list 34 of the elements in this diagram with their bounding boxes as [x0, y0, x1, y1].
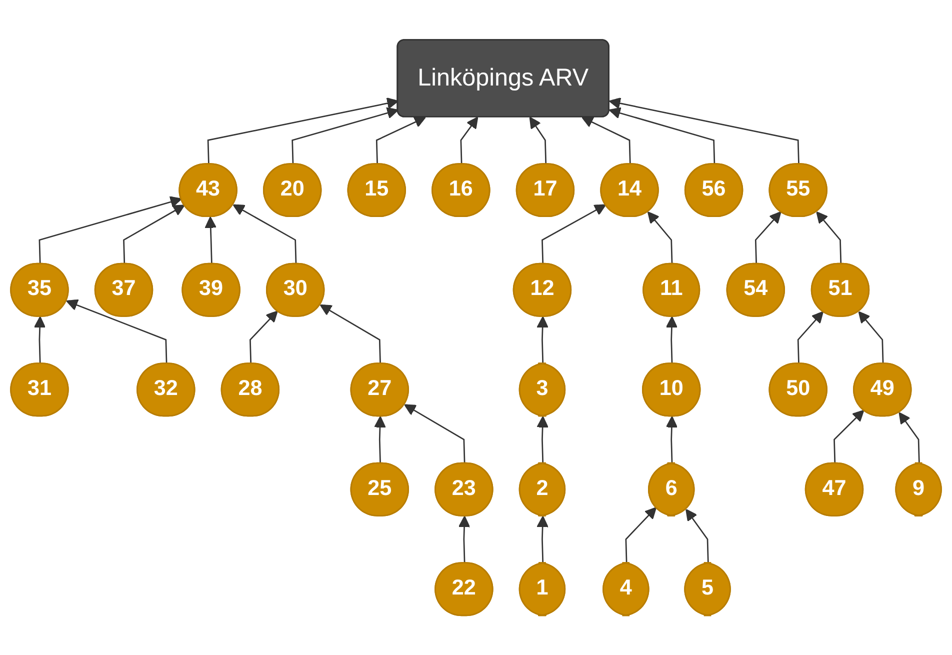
arrow [898, 412, 920, 464]
arrow [797, 311, 824, 364]
arrow [536, 516, 548, 564]
arrow [292, 107, 399, 164]
arrow [647, 211, 673, 264]
arrow [460, 116, 478, 164]
arrow [320, 304, 381, 364]
arrow [207, 97, 399, 164]
arrow [123, 204, 185, 264]
arrow [529, 116, 547, 164]
arrow [754, 211, 782, 264]
arrow [582, 116, 631, 164]
arrow [374, 416, 386, 464]
arrow [536, 416, 548, 464]
arrow [625, 506, 657, 564]
arrow [250, 310, 278, 364]
arrow [232, 204, 297, 264]
arrow [536, 316, 548, 364]
arrow [404, 404, 466, 464]
arrow [608, 97, 800, 164]
arrow [666, 416, 678, 464]
arrow [38, 196, 182, 264]
arrow [686, 508, 709, 564]
arrow [834, 410, 864, 464]
arrow [816, 211, 842, 264]
arrow [858, 311, 884, 364]
arrow [66, 299, 168, 364]
arrow [608, 107, 716, 164]
arrow [204, 216, 217, 264]
arrow [376, 116, 426, 164]
arrow [458, 516, 470, 564]
arrow [542, 204, 606, 264]
arrow [34, 316, 46, 364]
arrow [666, 316, 678, 364]
